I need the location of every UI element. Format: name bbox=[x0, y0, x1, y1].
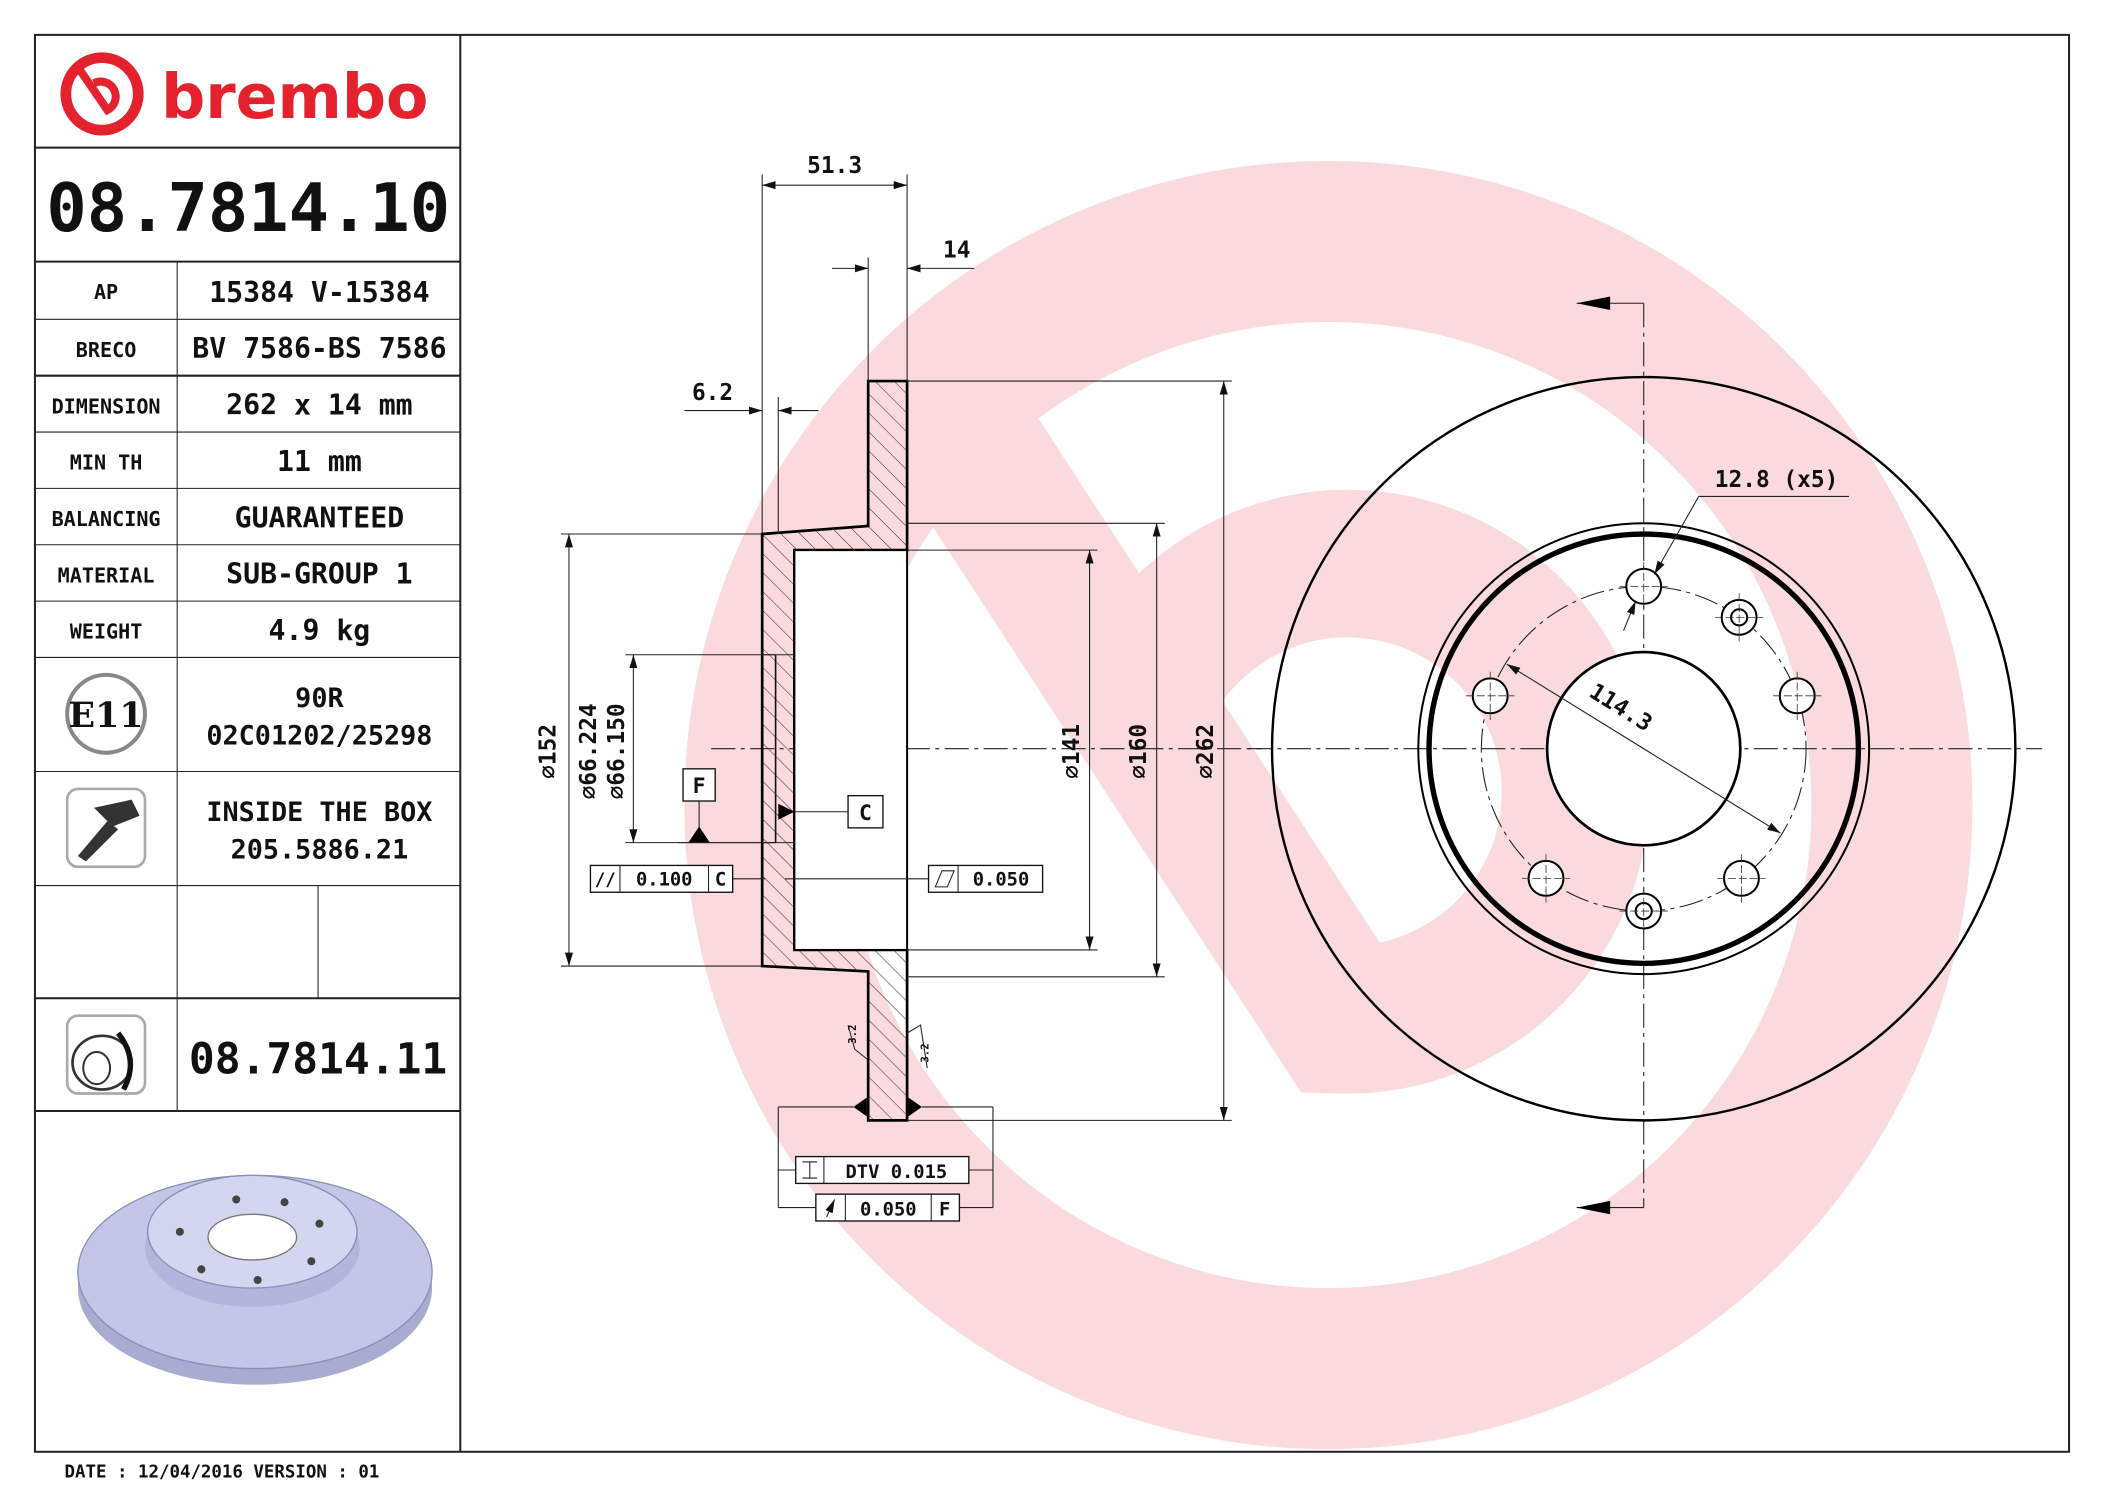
parallelism-frame: // 0.100 C bbox=[589, 864, 765, 893]
coated-disc-icon bbox=[65, 1014, 147, 1095]
svg-text:BALANCING: BALANCING bbox=[52, 507, 161, 531]
svg-text:AP: AP bbox=[94, 280, 118, 304]
spec-table: AP 15384 V-15384 BRECO BV 7586-BS 7586 D… bbox=[52, 276, 447, 647]
dim-hat-offset: 6.2 bbox=[692, 380, 733, 406]
svg-text:90R: 90R bbox=[295, 683, 344, 714]
sheet-border bbox=[33, 33, 2071, 1453]
svg-text:C: C bbox=[859, 801, 872, 826]
svg-text:262 x 14 mm: 262 x 14 mm bbox=[226, 389, 412, 422]
svg-text:SUB-GROUP 1: SUB-GROUP 1 bbox=[226, 558, 412, 591]
dim-d160: ∅160 bbox=[1126, 724, 1152, 779]
svg-text:BV 7586-BS 7586: BV 7586-BS 7586 bbox=[192, 332, 446, 365]
dim-overall-height: 51.3 bbox=[807, 153, 862, 179]
variant-row: 08.7814.11 bbox=[65, 1014, 447, 1095]
svg-text:BRECO: BRECO bbox=[76, 338, 137, 362]
svg-text:F: F bbox=[939, 1200, 950, 1221]
svg-text:11 mm: 11 mm bbox=[277, 445, 362, 478]
flatness-frame: 0.050 bbox=[784, 864, 1044, 893]
screw-icon bbox=[65, 787, 147, 869]
inside-box-row: INSIDE THE BOX 205.5886.21 bbox=[65, 787, 432, 869]
svg-text:F: F bbox=[693, 774, 706, 799]
svg-text:205.5886.21: 205.5886.21 bbox=[231, 835, 409, 866]
svg-text:INSIDE THE BOX: INSIDE THE BOX bbox=[206, 797, 432, 828]
datum-c: C bbox=[778, 794, 884, 829]
svg-text:08.7814.11: 08.7814.11 bbox=[189, 1034, 447, 1084]
front-view: 12.8 (x5) 114.3 bbox=[1247, 296, 2043, 1215]
dim-thickness: 14 bbox=[943, 238, 970, 264]
dim-d262: ∅262 bbox=[1193, 724, 1219, 779]
svg-text:0.100: 0.100 bbox=[636, 870, 692, 891]
section-arrows bbox=[1576, 296, 1644, 1215]
part-number: 08.7814.10 bbox=[46, 169, 450, 247]
dim-d152: ∅152 bbox=[536, 724, 562, 779]
e11-badge-icon: E11 bbox=[65, 672, 147, 755]
svg-text:4.9 kg: 4.9 kg bbox=[269, 614, 371, 647]
dim-d141: ∅141 bbox=[1059, 724, 1085, 779]
title-block-grid bbox=[34, 146, 461, 1112]
footer-date-version: DATE : 12/04/2016 VERSION : 01 bbox=[64, 1462, 379, 1482]
svg-text://: // bbox=[595, 871, 616, 891]
svg-text:MATERIAL: MATERIAL bbox=[58, 563, 155, 587]
homologation-row: E11 90R 02C01202/25298 bbox=[65, 672, 432, 755]
svg-text:brembo: brembo bbox=[161, 61, 428, 133]
svg-text:GUARANTEED: GUARANTEED bbox=[235, 501, 405, 534]
dim-d66-min: ∅66.150 bbox=[604, 703, 630, 799]
svg-text:3.2: 3.2 bbox=[919, 1043, 932, 1062]
dim-d66-max: ∅66.224 bbox=[576, 703, 602, 799]
svg-text:0.050: 0.050 bbox=[973, 870, 1029, 891]
datum-f: F bbox=[677, 768, 776, 844]
svg-text:02C01202/25298: 02C01202/25298 bbox=[206, 721, 432, 752]
svg-text:MIN TH: MIN TH bbox=[70, 451, 143, 475]
svg-text:E11: E11 bbox=[69, 695, 144, 736]
svg-text:C: C bbox=[715, 870, 726, 891]
brembo-logo: brembo bbox=[60, 52, 428, 136]
svg-text:DTV 0.015: DTV 0.015 bbox=[846, 1162, 948, 1183]
disc-3d-render bbox=[77, 1174, 433, 1385]
section-view: 51.3 14 6.2 ∅152 ∅66.224 ∅66.150 ∅141 ∅1… bbox=[536, 153, 1262, 1222]
dim-hole: 12.8 (x5) bbox=[1715, 467, 1839, 493]
dtv-runout-frames: DTV 0.015 0.050 F bbox=[777, 1097, 994, 1222]
svg-text:WEIGHT: WEIGHT bbox=[70, 620, 143, 644]
svg-text:15384 V-15384: 15384 V-15384 bbox=[209, 276, 429, 309]
roughness-symbols: 3.2 3.2 bbox=[846, 1024, 932, 1069]
svg-text:0.050: 0.050 bbox=[860, 1200, 916, 1221]
svg-text:DIMENSION: DIMENSION bbox=[52, 394, 161, 418]
svg-text:3.2: 3.2 bbox=[846, 1025, 859, 1044]
